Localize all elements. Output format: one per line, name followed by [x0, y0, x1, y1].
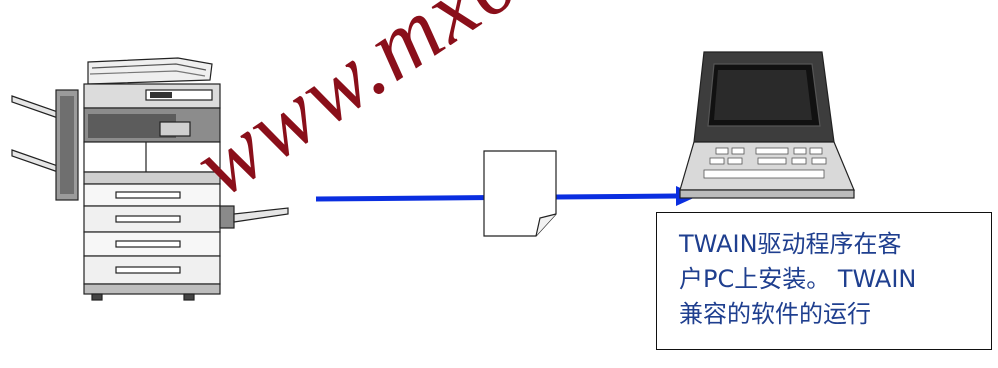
- watermark-text: www.mx020.com: [176, 0, 770, 216]
- laptop-computer-icon: [679, 51, 855, 199]
- description-line-1: TWAIN驱动程序在客: [679, 230, 902, 258]
- paper-document-icon: [483, 150, 557, 237]
- description-line-3: 兼容的软件的运行: [679, 300, 871, 328]
- description-text-box: TWAIN驱动程序在客 户PC上安装。 TWAIN 兼容的软件的运行: [656, 212, 992, 350]
- multifunction-copier-icon: [11, 57, 289, 301]
- description-line-2: 户PC上安装。 TWAIN: [679, 265, 917, 293]
